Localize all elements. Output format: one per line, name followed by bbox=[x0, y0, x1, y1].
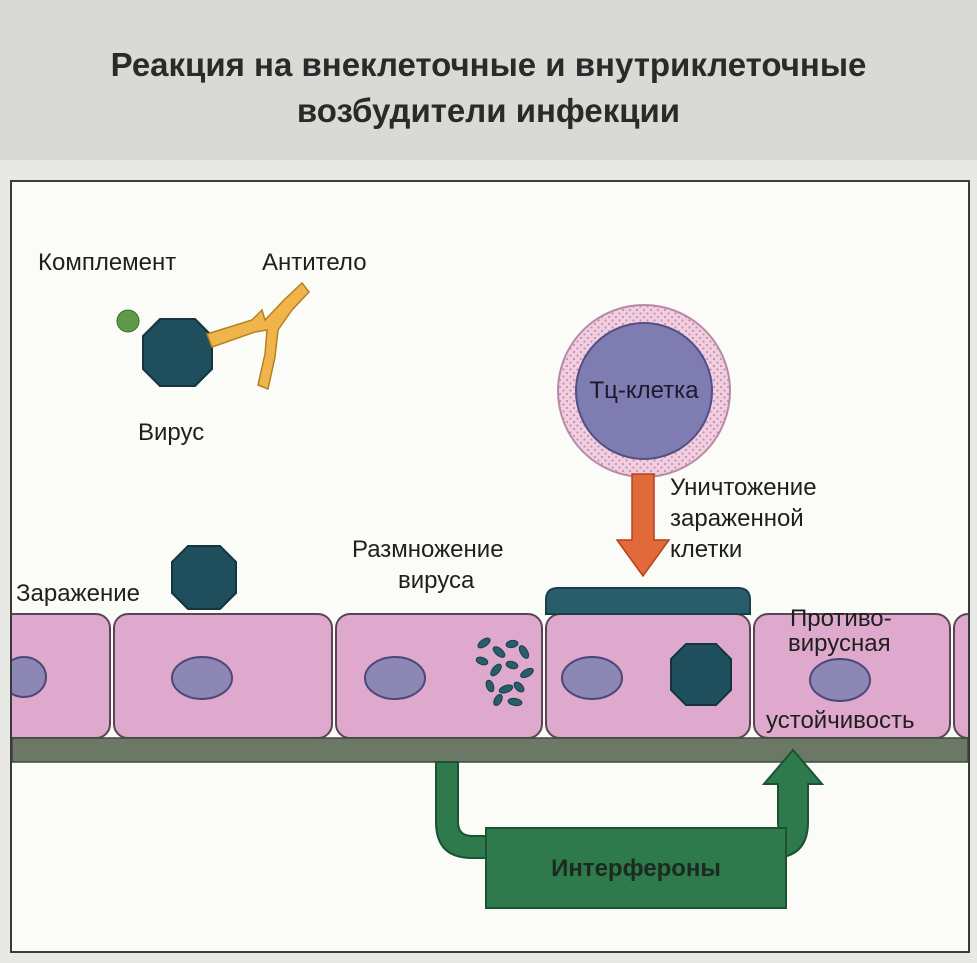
virus-extracellular bbox=[142, 318, 213, 387]
page-title: Реакция на внеклеточные и внутриклеточны… bbox=[0, 42, 977, 134]
label-destruction: Уничтожение зараженной клетки bbox=[670, 472, 817, 565]
antibody bbox=[206, 281, 310, 391]
label-resistance-bottom: устойчивость bbox=[766, 707, 915, 734]
label-destruction-line-3: клетки bbox=[670, 536, 743, 563]
title-line-2: возбудители инфекции bbox=[296, 92, 681, 129]
label-complement: Комплемент bbox=[38, 249, 177, 276]
label-resistance-line-2: вирусная bbox=[788, 630, 891, 657]
virus-infecting bbox=[171, 545, 237, 610]
label-virus: Вирус bbox=[138, 419, 205, 446]
label-replication-line-2: вируса bbox=[398, 567, 475, 594]
nucleus-3 bbox=[364, 656, 426, 700]
tc-cell-core bbox=[575, 322, 713, 460]
replicating-virus-particles bbox=[475, 637, 534, 707]
diagram-panel: Комплемент Антитело Вирус Тц-клетка Унич… bbox=[10, 180, 970, 953]
label-interferons: Интерфероны bbox=[551, 855, 721, 882]
label-resistance-line-1: Противо- bbox=[790, 605, 892, 632]
epithelial-cell-6 bbox=[953, 613, 968, 739]
basement-membrane bbox=[12, 737, 968, 763]
label-destruction-line-1: Уничтожение bbox=[670, 474, 817, 501]
interferon-box bbox=[485, 827, 787, 909]
nucleus-4 bbox=[561, 656, 623, 700]
label-antibody: Антитело bbox=[262, 249, 367, 276]
title-line-1: Реакция на внеклеточные и внутриклеточны… bbox=[110, 46, 867, 83]
destruction-arrow bbox=[615, 473, 671, 578]
nucleus-2 bbox=[171, 656, 233, 700]
label-tc-cell: Тц-клетка bbox=[589, 377, 699, 404]
label-infection: Заражение bbox=[16, 580, 140, 607]
label-replication-line-1: Размножение bbox=[352, 536, 504, 563]
nucleus-1 bbox=[12, 656, 47, 698]
label-resistance: Противо- вирусная bbox=[788, 606, 892, 656]
diagram-canvas bbox=[12, 281, 968, 909]
nucleus-5 bbox=[809, 658, 871, 702]
header-band bbox=[0, 0, 977, 160]
label-replication: Размножение вируса bbox=[352, 534, 504, 596]
label-destruction-line-2: зараженной bbox=[670, 505, 804, 532]
virus-intracellular bbox=[670, 643, 732, 706]
infected-cell-marker bbox=[545, 587, 751, 615]
complement-molecule bbox=[116, 309, 140, 333]
